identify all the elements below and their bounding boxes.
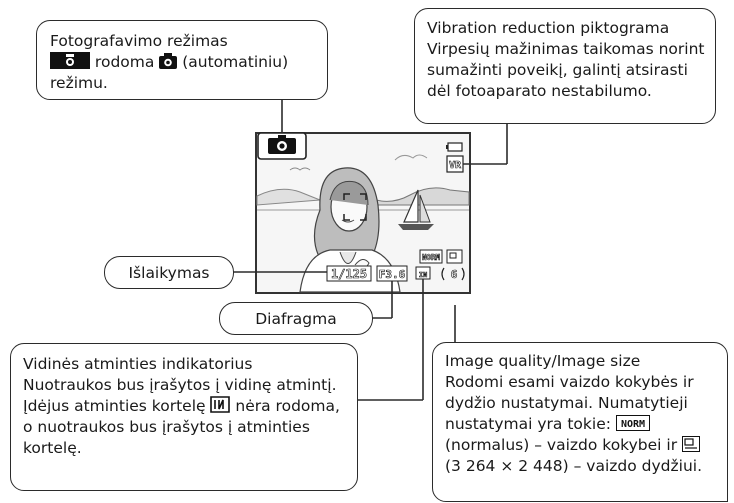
shutter-value: 1/125 [331, 267, 367, 281]
quality-line3: dydžio nustatymai. Numatytieji [445, 394, 688, 412]
internal-memory-callout: Vidinės atminties indikatorius Nuotrauko… [10, 343, 358, 491]
battery-icon [446, 142, 463, 152]
remaining-value: 6 [451, 268, 458, 281]
quality-title: Image quality/Image size [445, 352, 641, 370]
vr-label: VR [449, 160, 462, 171]
shooting-mode-callout: Fotografavimo režimas rodoma (automatini… [36, 20, 328, 100]
memory-line5: kortelę. [23, 439, 82, 457]
quality-icon-text: NORM [621, 419, 645, 430]
memory-line3: Įdėjus atminties kortelę nėra rodoma, [23, 396, 345, 417]
memory-title: Vidinės atminties indikatorius [23, 355, 253, 373]
sailboat [398, 189, 434, 230]
memory-card-icon [210, 396, 231, 413]
quality-line4-a: nustatymai yra tokie: [445, 415, 616, 433]
memory-line3-b: nėra rodoma, [230, 397, 340, 415]
image-size-icon [682, 436, 700, 452]
normal-quality-icon: NORM [419, 249, 443, 264]
vibration-reduction-callout: Vibration reduction piktograma Virpesių … [414, 8, 716, 124]
shooting-mode-title: Fotografavimo režimas [50, 32, 228, 50]
auto-mode-icon [159, 53, 178, 69]
image-quality-callout: Image quality/Image size Rodomi esami va… [432, 342, 728, 502]
quality-line5-b: (normalus) – vaizdo kokybei ir [445, 436, 682, 454]
focus-bracket [343, 193, 367, 221]
quality-line2: Rodomi esami vaizdo kokybės ir [445, 373, 694, 391]
shooting-mode-line3: režimu. [50, 74, 108, 92]
aperture-value: F3.6 [379, 268, 406, 281]
leader-lines [232, 98, 508, 401]
normal-quality-icon: NORM [615, 415, 650, 431]
memory-line4: o nuotraukos bus įrašytos į atminties [23, 418, 310, 436]
shooting-mode-line2-tail: (automatiniu) [177, 53, 289, 71]
vibration-title: Vibration reduction piktograma [427, 19, 670, 37]
memory-line2: Nuotraukos bus įrašytos į vidinę atmintį… [23, 376, 337, 394]
quality-value: NORM [422, 253, 441, 262]
shooting-mode-line2: rodoma (automatiniu) [50, 52, 314, 73]
memory-label: IN [419, 271, 427, 279]
shooting-mode-line2-text: rodoma [90, 53, 160, 71]
vibration-line4: dėl fotoaparato nestabilumo. [427, 82, 652, 100]
quality-line6: (3 264 × 2 448) – vaizdo dydžiui. [445, 457, 702, 475]
vibration-line3: sumažinti poveikį, galintį atsirasti [427, 61, 688, 79]
image-size-icon [446, 249, 463, 264]
quality-line4: nustatymai yra tokie: NORM [445, 414, 715, 435]
vibration-line2: Virpesių mažinimas taikomas norint [427, 40, 705, 58]
camera-icon [50, 52, 90, 69]
aperture-label: Diafragma [219, 302, 373, 335]
shutter-speed-label: Išlaikymas [104, 256, 234, 289]
auto-mode-icon [268, 135, 296, 154]
shutter-box [326, 265, 372, 282]
memory-line3-a: Įdėjus atminties kortelę [23, 397, 211, 415]
quality-line5: (normalus) – vaizdo kokybei ir [445, 435, 715, 456]
internal-memory-icon: IN [415, 266, 431, 280]
